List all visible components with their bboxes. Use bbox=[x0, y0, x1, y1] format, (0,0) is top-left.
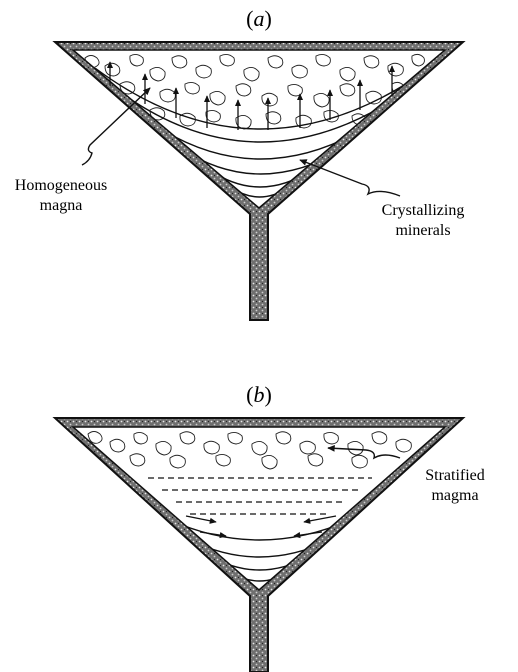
homogeneous-label-line1: Homogeneous bbox=[15, 177, 107, 194]
panel-a: (a) bbox=[15, 6, 465, 320]
stratified-label-line2: magma bbox=[431, 487, 478, 504]
crystallizing-leader-a bbox=[300, 160, 400, 196]
panel-a-label: (a) bbox=[246, 6, 272, 31]
homogeneous-label-line2: magna bbox=[40, 197, 83, 214]
panel-b-label: (b) bbox=[246, 382, 272, 407]
funnel-b-chamber bbox=[73, 427, 445, 590]
panel-b: (b) bbox=[55, 382, 485, 672]
crystallizing-label-line1: Crystallizing bbox=[382, 202, 465, 219]
crystallizing-label-line2: minerals bbox=[395, 222, 450, 239]
stratified-label-line1: Stratified bbox=[425, 467, 485, 484]
